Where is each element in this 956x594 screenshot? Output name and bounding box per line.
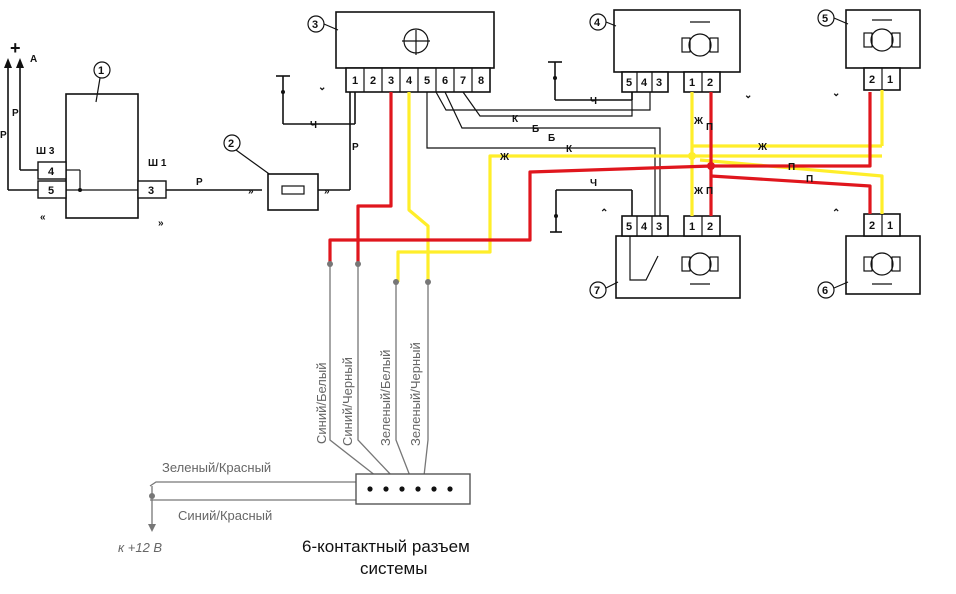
component-1-number: 1 xyxy=(98,65,104,77)
wire-letter-ch2: Ч xyxy=(590,96,597,107)
wire-letter-zh4: Ж xyxy=(499,152,510,163)
c4-pin-2: 2 xyxy=(707,77,713,89)
wire-name-blue-black: Синий/Черный xyxy=(340,357,355,446)
red-wire-network: П П П П xyxy=(328,92,872,262)
wire-name-green-white: Зеленый/Белый xyxy=(378,350,393,446)
component-6-number: 6 xyxy=(822,285,828,297)
c7-pin-4: 4 xyxy=(641,221,648,233)
connector-sh3-label: Ш 3 xyxy=(36,146,55,157)
c4-pin-4: 4 xyxy=(641,77,648,89)
c5-down-chevron: ⌄ xyxy=(832,88,840,99)
component-5-number: 5 xyxy=(822,13,828,25)
c4-pin-3: 3 xyxy=(656,77,662,89)
component-2-fuse: 2 » » Р xyxy=(223,92,359,211)
c4-down-chevron: ⌄ xyxy=(744,90,752,101)
c7-pin-3: 3 xyxy=(656,221,662,233)
plus-sign: + xyxy=(10,38,21,58)
c3-pin-4: 4 xyxy=(406,75,413,87)
component-4-number: 4 xyxy=(594,17,601,29)
component-7-number: 7 xyxy=(594,285,600,297)
left-chevron: « xyxy=(40,212,46,223)
six-pin-connector xyxy=(355,473,471,505)
connector-caption: 6-контактный разъем системы xyxy=(302,537,470,578)
wire-letter-p-r2: П xyxy=(706,186,713,197)
c5-pin-1: 1 xyxy=(887,74,893,86)
wire-letter-p-r4: П xyxy=(806,174,813,185)
component-1-relay: 1 Ш 3 4 5 Ш 1 3 « » Р xyxy=(36,61,262,229)
wire-letter-p1: Р xyxy=(12,108,19,119)
c6-pin-2: 2 xyxy=(869,220,875,232)
wire-letter-b1: Б xyxy=(532,124,539,135)
wire-letter-k2: К xyxy=(566,144,573,155)
to-plus-12v-label: к +12 В xyxy=(118,540,162,555)
c3-down-chevron: ⌄ xyxy=(318,82,326,93)
c6-up-chevron: ⌃ xyxy=(832,208,840,219)
wire-letter-ch1: Ч xyxy=(310,120,317,131)
component-3-control-unit: 3 1 2 3 4 5 6 7 8 ⌄ Ч xyxy=(276,11,495,131)
c3-pin-3: 3 xyxy=(388,75,394,87)
wire-letter-a: А xyxy=(30,54,37,65)
c5-pin-2: 2 xyxy=(869,74,875,86)
wire-letter-p2: Р xyxy=(0,130,7,141)
wire-letter-zh1: Ж xyxy=(693,116,704,127)
wire-letter-zh2: Ж xyxy=(693,186,704,197)
sh3-pin-4: 4 xyxy=(48,166,55,178)
c7-pin-1: 1 xyxy=(689,221,695,233)
wire-name-green-red: Зеленый/Красный xyxy=(162,460,271,475)
connector-sh1-label: Ш 1 xyxy=(148,158,167,169)
fuse-left-chevron: » xyxy=(248,186,254,197)
wire-letter-p3: Р xyxy=(196,177,203,188)
fuse-right-chevron: » xyxy=(324,186,330,197)
c3-pin-5: 5 xyxy=(424,75,430,87)
c7-up-chevron: ⌃ xyxy=(600,208,608,219)
wire-name-blue-white: Синий/Белый xyxy=(314,363,329,445)
c4-pin-5: 5 xyxy=(626,77,632,89)
c6-pin-1: 1 xyxy=(887,220,893,232)
sh3-pin-5: 5 xyxy=(48,185,54,197)
c7-pin-2: 2 xyxy=(707,221,713,233)
c3-pin-2: 2 xyxy=(370,75,376,87)
wire-letter-p-r1: П xyxy=(706,122,713,133)
wire-letter-zh3: Ж xyxy=(757,142,768,153)
c3-pin-1: 1 xyxy=(352,75,358,87)
wire-letter-p-r3: П xyxy=(788,162,795,173)
component-4-actuator: 4 5 4 3 1 2 ⌄ Ч xyxy=(548,9,752,107)
right-chevron: » xyxy=(158,218,164,229)
component-3-number: 3 xyxy=(312,19,318,31)
caption-line-2: системы xyxy=(360,559,427,578)
wire-name-green-black: Зеленый/Черный xyxy=(408,342,423,446)
wire-letter-ch3: Ч xyxy=(590,178,597,189)
c3-pin-6: 6 xyxy=(442,75,448,87)
component-3-pin-row: 1 2 3 4 5 6 7 8 xyxy=(345,67,491,93)
sh1-pin-3: 3 xyxy=(148,185,154,197)
black-wires-c3: К Б Б К xyxy=(426,91,661,216)
wire-letter-p4: Р xyxy=(352,142,359,153)
c4-pin-1: 1 xyxy=(689,77,695,89)
component-6-actuator: 6 2 1 ⌃ xyxy=(817,208,921,299)
c7-pin-5: 5 xyxy=(626,221,632,233)
power-supply-group: + А Р Р xyxy=(0,38,38,191)
gray-harness xyxy=(148,261,431,532)
component-2-number: 2 xyxy=(228,138,234,150)
wire-name-blue-red: Синий/Красный xyxy=(178,508,272,523)
caption-line-1: 6-контактный разъем xyxy=(302,537,470,556)
component-5-actuator: 5 2 1 ⌄ xyxy=(817,9,921,99)
wire-letter-b2: Б xyxy=(548,133,555,144)
wire-letter-k1: К xyxy=(512,114,519,125)
c3-pin-7: 7 xyxy=(460,75,466,87)
component-7-actuator: 7 5 4 3 1 2 ⌃ Ч xyxy=(550,178,741,299)
c3-pin-8: 8 xyxy=(478,75,484,87)
wire-name-labels: Синий/Белый Синий/Черный Зеленый/Белый З… xyxy=(118,342,423,555)
